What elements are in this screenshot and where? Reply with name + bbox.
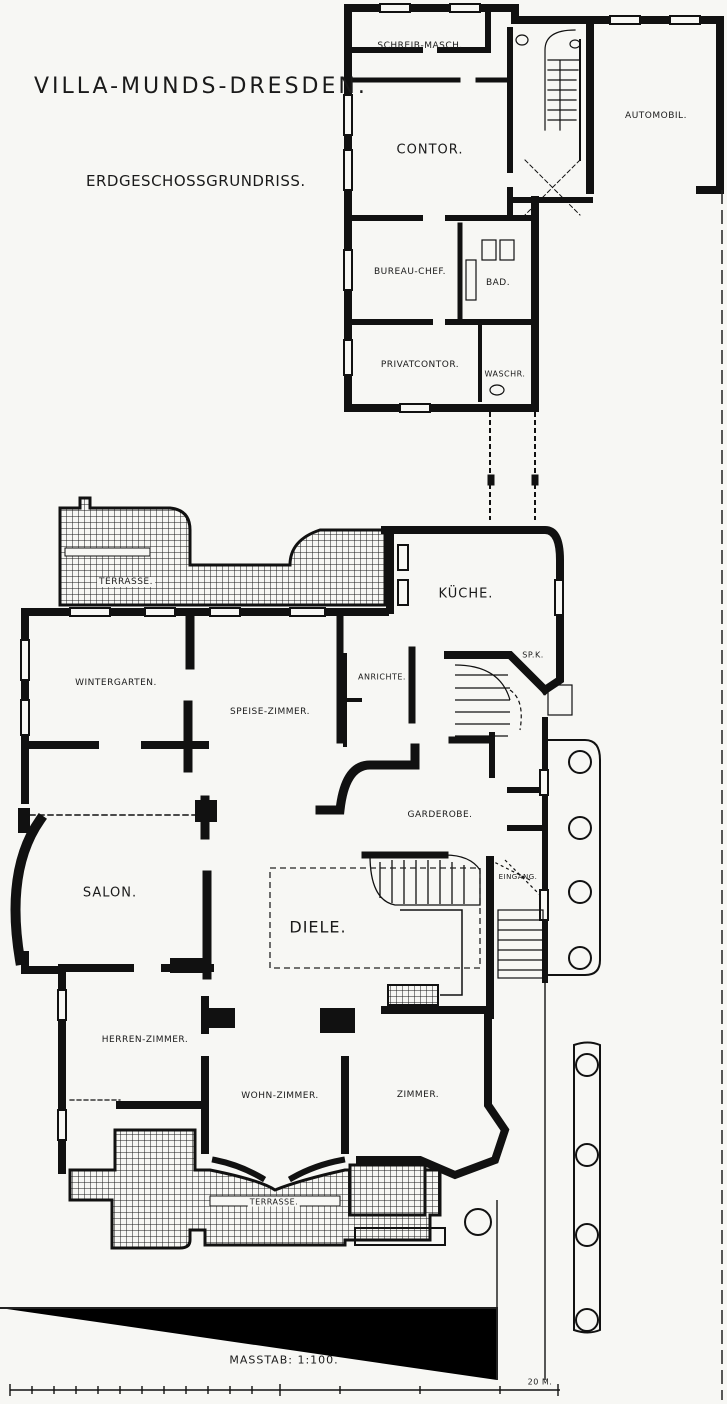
room-label-contor: Contor. <box>396 142 464 158</box>
room-label-waschr: Waschr. <box>484 369 526 379</box>
room-label-terrasse-bottom: Terrasse. <box>247 1197 301 1207</box>
diele-rug <box>269 867 481 969</box>
plan-subtitle: Erdgeschossgrundriss. <box>86 172 306 190</box>
fireplace-grid <box>387 984 439 1006</box>
property-line <box>0 190 723 1400</box>
room-label-speise-zimmer: Speise-Zimmer. <box>230 707 310 717</box>
room-label-spk: Sp.K. <box>522 650 544 660</box>
main-stair <box>454 664 573 737</box>
room-label-garderobe: Garderobe. <box>407 810 473 820</box>
connecting-passage <box>487 412 539 520</box>
plan-title: Villa-Munds-Dresden. <box>34 74 368 99</box>
scale-end-label: 20 M. <box>527 1377 553 1387</box>
main-house-walls <box>10 526 564 1183</box>
room-label-anrichte: Anrichte. <box>358 672 406 682</box>
room-label-wohn-zimmer: Wohn-Zimmer. <box>241 1091 319 1101</box>
diele-stair <box>369 854 481 996</box>
room-label-automobil: Automobil. <box>625 111 687 121</box>
room-label-terrasse-top: Terrasse. <box>97 577 155 587</box>
room-label-schreib-masch: Schreib-Masch. <box>377 41 463 51</box>
room-label-zimmer: Zimmer. <box>396 1090 440 1100</box>
entrance-stair <box>489 859 544 979</box>
room-label-privatcontor: Privatcontor. <box>380 360 460 370</box>
planter-strip <box>464 739 601 1334</box>
room-label-diele: Diele. <box>289 917 347 937</box>
room-label-wintergarten: Wintergarten. <box>75 678 157 688</box>
bottom-terrace <box>68 1128 446 1250</box>
room-label-bureau-chef: Bureau-Chef. <box>373 267 447 277</box>
main-windows <box>20 544 564 1141</box>
top-terrace <box>58 496 387 607</box>
scale-bar <box>9 1384 560 1396</box>
room-label-eingang: Eingang. <box>498 873 538 881</box>
room-label-herren-zimmer: Herren-Zimmer. <box>101 1035 189 1045</box>
scale-label: Masstab: 1:100. <box>229 1353 339 1367</box>
room-label-bad: Bad. <box>485 278 511 288</box>
office-wing <box>343 3 724 413</box>
pillars <box>18 800 355 1033</box>
room-label-salon: Salon. <box>82 885 138 901</box>
room-label-kueche: Küche. <box>438 586 494 602</box>
